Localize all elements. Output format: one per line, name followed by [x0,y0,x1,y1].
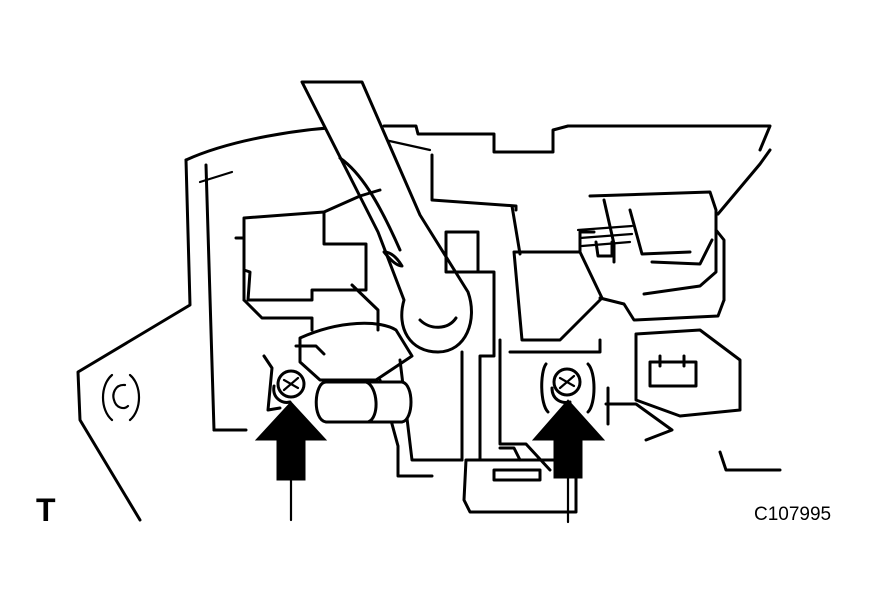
right-bolt-bracket [540,362,596,414]
right-bolt-icon [550,367,582,404]
pivot-post [314,230,496,478]
left-bolt-icon [272,369,306,404]
figure-code-label: C107995 [754,504,832,525]
upper-housing [382,124,772,216]
c-mark-icon [101,373,141,422]
left-bolt-arrow-icon [254,401,328,481]
view-direction-letter: T [36,492,56,528]
left-bolt-bracket [262,344,326,412]
left-bracket-plate [76,124,362,522]
shift-lever-rod [300,80,473,354]
lever-base-bracket [234,188,414,382]
right-housing [498,190,726,472]
right-connector [604,328,782,472]
arrow-leader-lines [289,476,570,524]
